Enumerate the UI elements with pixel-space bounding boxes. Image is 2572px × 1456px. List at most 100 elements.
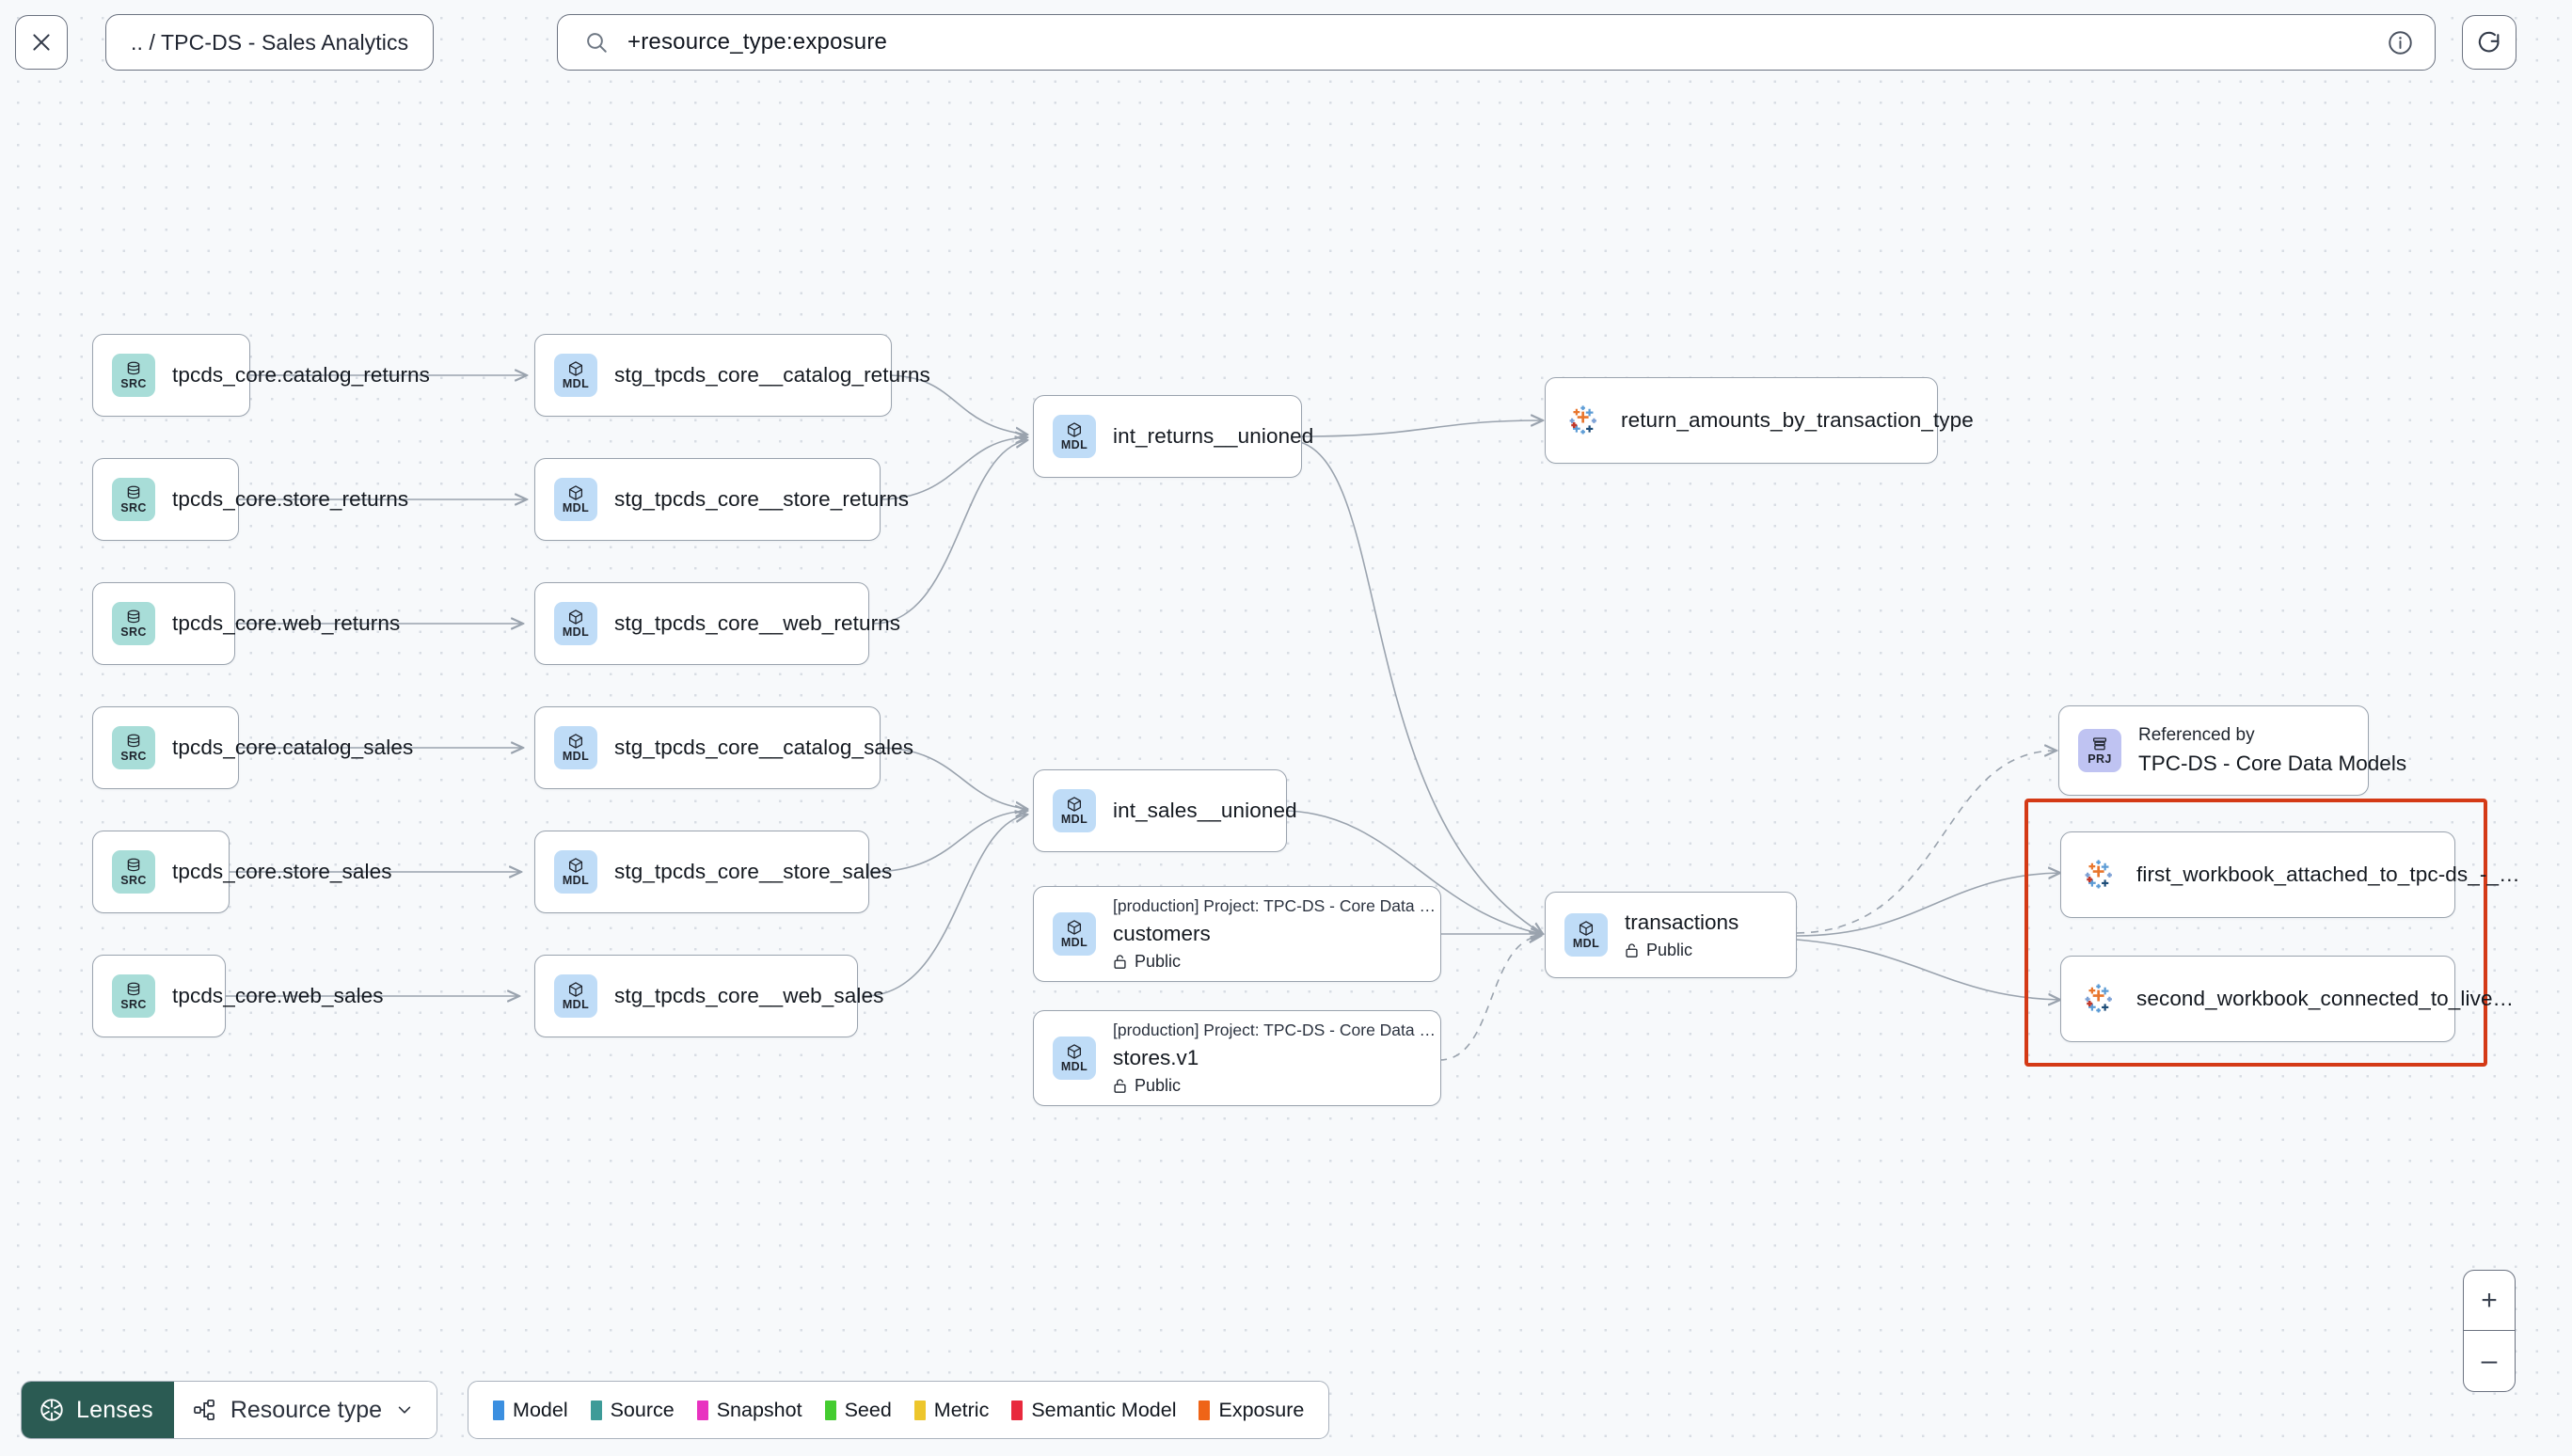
legend-item-source[interactable]: Source: [590, 1398, 675, 1422]
database-icon: [125, 484, 142, 501]
node-model-stg-store-sales[interactable]: MDL stg_tpcds_core__store_sales: [534, 831, 892, 913]
cube-icon: [1066, 796, 1083, 813]
mdl-tag: MDL: [1060, 813, 1088, 827]
node-exposure-first-workbook[interactable]: first_workbook_attached_to_tpc-ds_-_…: [2060, 831, 2520, 918]
zoom-controls: + –: [2463, 1270, 2516, 1392]
mdl-badge: MDL: [554, 602, 597, 645]
node-label: second_workbook_connected_to_live…: [2136, 987, 2515, 1010]
legend-item-semantic-model[interactable]: Semantic Model: [1011, 1399, 1176, 1422]
cube-icon: [567, 609, 584, 625]
toolbar: .. / TPC-DS - Sales Analytics +resource_…: [0, 0, 2572, 109]
node-body: [production] Project: TPC-DS - Core Data…: [1113, 1021, 1440, 1096]
mdl-badge: MDL: [554, 726, 597, 769]
node-project-referenced-by[interactable]: PRJ Referenced by TPC-DS - Core Data Mod…: [2058, 705, 2406, 796]
legend-swatch: [590, 1400, 602, 1420]
node-label: tpcds_core.store_returns: [172, 487, 409, 511]
node-access: Public: [1113, 952, 1440, 972]
node-source-store-returns[interactable]: SRC tpcds_core.store_returns: [92, 458, 408, 541]
src-tag: SRC: [120, 874, 147, 888]
legend-item-model[interactable]: Model: [493, 1399, 568, 1422]
node-model-customers[interactable]: MDL [production] Project: TPC-DS - Core …: [1033, 886, 1441, 982]
database-icon: [125, 733, 142, 750]
src-badge: SRC: [112, 602, 155, 645]
node-label: int_sales__unioned: [1113, 799, 1297, 822]
src-badge: SRC: [112, 974, 155, 1018]
src-tag: SRC: [120, 998, 147, 1012]
hierarchy-icon: [193, 1398, 217, 1422]
zoom-out-button[interactable]: –: [2481, 1345, 2498, 1376]
node-model-stg-web-sales[interactable]: MDL stg_tpcds_core__web_sales: [534, 955, 883, 1037]
node-source-store-sales[interactable]: SRC tpcds_core.store_sales: [92, 831, 391, 913]
zoom-in-button[interactable]: +: [2464, 1271, 2515, 1331]
node-label: stg_tpcds_core__catalog_sales: [614, 736, 914, 759]
legend-swatch: [824, 1400, 836, 1420]
node-model-int-sales-unioned[interactable]: MDL int_sales__unioned: [1033, 769, 1297, 852]
mdl-badge: MDL: [1053, 415, 1096, 458]
refresh-icon: [2476, 29, 2502, 55]
node-label: stg_tpcds_core__store_sales: [614, 860, 893, 883]
refresh-button[interactable]: [2462, 15, 2516, 70]
node-source-web-returns[interactable]: SRC tpcds_core.web_returns: [92, 582, 400, 665]
legend-item-exposure[interactable]: Exposure: [1199, 1399, 1304, 1422]
mdl-tag: MDL: [562, 874, 590, 888]
node-project-label: [production] Project: TPC-DS - Core Data…: [1113, 1021, 1440, 1039]
node-model-stg-web-returns[interactable]: MDL stg_tpcds_core__web_returns: [534, 582, 900, 665]
node-exposure-second-workbook[interactable]: second_workbook_connected_to_live…: [2060, 956, 2514, 1042]
legend-label: Snapshot: [716, 1398, 802, 1421]
legend-label: Model: [513, 1398, 568, 1421]
node-body: transactions Public: [1625, 910, 1738, 960]
node-exposure-return-amounts[interactable]: return_amounts_by_transaction_type: [1545, 377, 1974, 464]
node-label: stg_tpcds_core__web_returns: [614, 611, 901, 635]
src-tag: SRC: [120, 377, 147, 391]
chevron-down-icon: [395, 1401, 414, 1419]
legend-label: Source: [610, 1398, 675, 1421]
src-tag: SRC: [120, 501, 147, 515]
legend-item-seed[interactable]: Seed: [824, 1399, 892, 1422]
referenced-by-heading: Referenced by: [2138, 725, 2255, 745]
mdl-tag: MDL: [562, 750, 590, 764]
legend-swatch: [696, 1400, 708, 1420]
node-model-stg-store-returns[interactable]: MDL stg_tpcds_core__store_returns: [534, 458, 909, 541]
node-model-stg-catalog-returns[interactable]: MDL stg_tpcds_core__catalog_returns: [534, 334, 930, 417]
lenses-button[interactable]: Lenses: [22, 1382, 174, 1438]
mdl-tag: MDL: [1060, 1060, 1088, 1074]
mdl-tag: MDL: [562, 998, 590, 1012]
node-model-transactions[interactable]: MDL transactions Public: [1545, 892, 1797, 978]
legend-label: Metric: [933, 1398, 990, 1421]
legend-item-metric[interactable]: Metric: [913, 1398, 990, 1422]
lenses-label: Lenses: [76, 1396, 153, 1423]
close-icon: [29, 30, 54, 55]
src-badge: SRC: [112, 850, 155, 894]
close-button[interactable]: [15, 15, 68, 70]
src-badge: SRC: [112, 478, 155, 521]
cube-icon: [1578, 920, 1595, 937]
tableau-icon: [2080, 977, 2118, 1021]
unlock-icon: [1113, 1078, 1127, 1094]
legend-item-snapshot[interactable]: Snapshot: [696, 1398, 802, 1422]
node-model-stores-v1[interactable]: MDL [production] Project: TPC-DS - Core …: [1033, 1010, 1441, 1106]
node-model-stg-catalog-sales[interactable]: MDL stg_tpcds_core__catalog_sales: [534, 706, 913, 789]
node-source-catalog-sales[interactable]: SRC tpcds_core.catalog_sales: [92, 706, 413, 789]
access-label: Public: [1135, 1076, 1182, 1095]
node-body: [production] Project: TPC-DS - Core Data…: [1113, 896, 1440, 972]
mdl-badge: MDL: [1053, 912, 1096, 956]
archive-icon: [2091, 736, 2108, 752]
node-body: Referenced by TPC-DS - Core Data Models: [2138, 725, 2406, 776]
node-model-int-returns-unioned[interactable]: MDL int_returns__unioned: [1033, 395, 1313, 478]
tableau-icon: [1564, 399, 1602, 442]
mdl-tag: MDL: [1060, 438, 1088, 452]
resource-type-label: Resource type: [230, 1396, 383, 1423]
breadcrumb[interactable]: .. / TPC-DS - Sales Analytics: [105, 14, 435, 71]
src-badge: SRC: [112, 354, 155, 397]
node-source-catalog-returns[interactable]: SRC tpcds_core.catalog_returns: [92, 334, 430, 417]
database-icon: [125, 981, 142, 998]
mdl-tag: MDL: [1572, 937, 1600, 951]
info-icon[interactable]: [2387, 29, 2414, 56]
cube-icon: [567, 981, 584, 998]
src-tag: SRC: [120, 625, 147, 640]
resource-type-dropdown[interactable]: Resource type: [173, 1382, 437, 1438]
breadcrumb-label: .. / TPC-DS - Sales Analytics: [131, 29, 409, 55]
node-source-web-sales[interactable]: SRC tpcds_core.web_sales: [92, 955, 384, 1037]
search-input[interactable]: +resource_type:exposure: [557, 14, 2436, 71]
